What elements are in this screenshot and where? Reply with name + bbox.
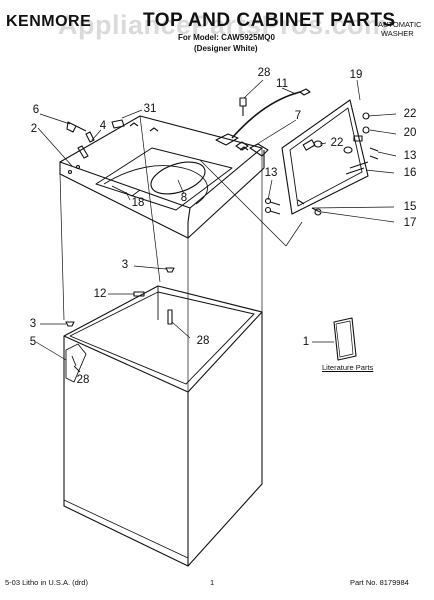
callout-18-seal: 18 [131, 197, 145, 209]
callout-28-cabinet: 28 [196, 335, 210, 347]
footer-litho: 5-03 Litho in U.S.A. (drd) [5, 578, 88, 587]
brand-logo: KENMORE [6, 13, 92, 30]
callout-4-bracket: 4 [99, 120, 107, 132]
model-line: For Model: CAW5925MQ0 [178, 33, 275, 42]
callout-22-lid-bumper: 22 [330, 137, 344, 149]
callout-20-hardware: 20 [403, 127, 417, 139]
callout-3-screw-front: 3 [29, 318, 37, 330]
callout-17-pin: 17 [403, 217, 417, 229]
callout-13-screw: 13 [403, 150, 417, 162]
literature-parts-label: Literature Parts [322, 363, 374, 372]
callout-8-ring: 8 [180, 192, 188, 204]
callout-6-clip: 6 [32, 104, 40, 116]
callout-22-bumper: 22 [403, 108, 417, 120]
callout-16-lid-part: 16 [403, 167, 417, 179]
callout-31-switch: 31 [143, 103, 157, 115]
watermark: AppliancePartsPros.com [58, 10, 389, 40]
callout-3-screw-top: 3 [121, 259, 129, 271]
footer-page-number: 1 [210, 578, 215, 587]
callout-1-literature: 1 [302, 336, 310, 348]
color-line: (Designer White) [194, 44, 258, 53]
callout-28-front: 28 [76, 374, 90, 386]
callout-28-screw: 28 [257, 67, 271, 79]
callout-12-bolt: 12 [93, 288, 107, 300]
callout-15-pin: 15 [403, 201, 417, 213]
page-title: TOP AND CABINET PARTS [143, 10, 396, 31]
callout-11-hinge-wire: 11 [276, 78, 288, 90]
footer-part-number: Part No. 8179984 [350, 578, 409, 587]
callout-2-top-panel: 2 [30, 123, 38, 135]
appliance-type-line2: WASHER [381, 29, 414, 38]
top-panel-surface [59, 115, 263, 209]
callout-7-hinge: 7 [294, 110, 302, 122]
callout-5-cabinet: 5 [29, 336, 37, 348]
appliance-type-line1: AUTOMATIC [378, 20, 422, 29]
callout-13-lid-screw: 13 [264, 167, 278, 179]
callout-19-lid: 19 [349, 69, 363, 81]
